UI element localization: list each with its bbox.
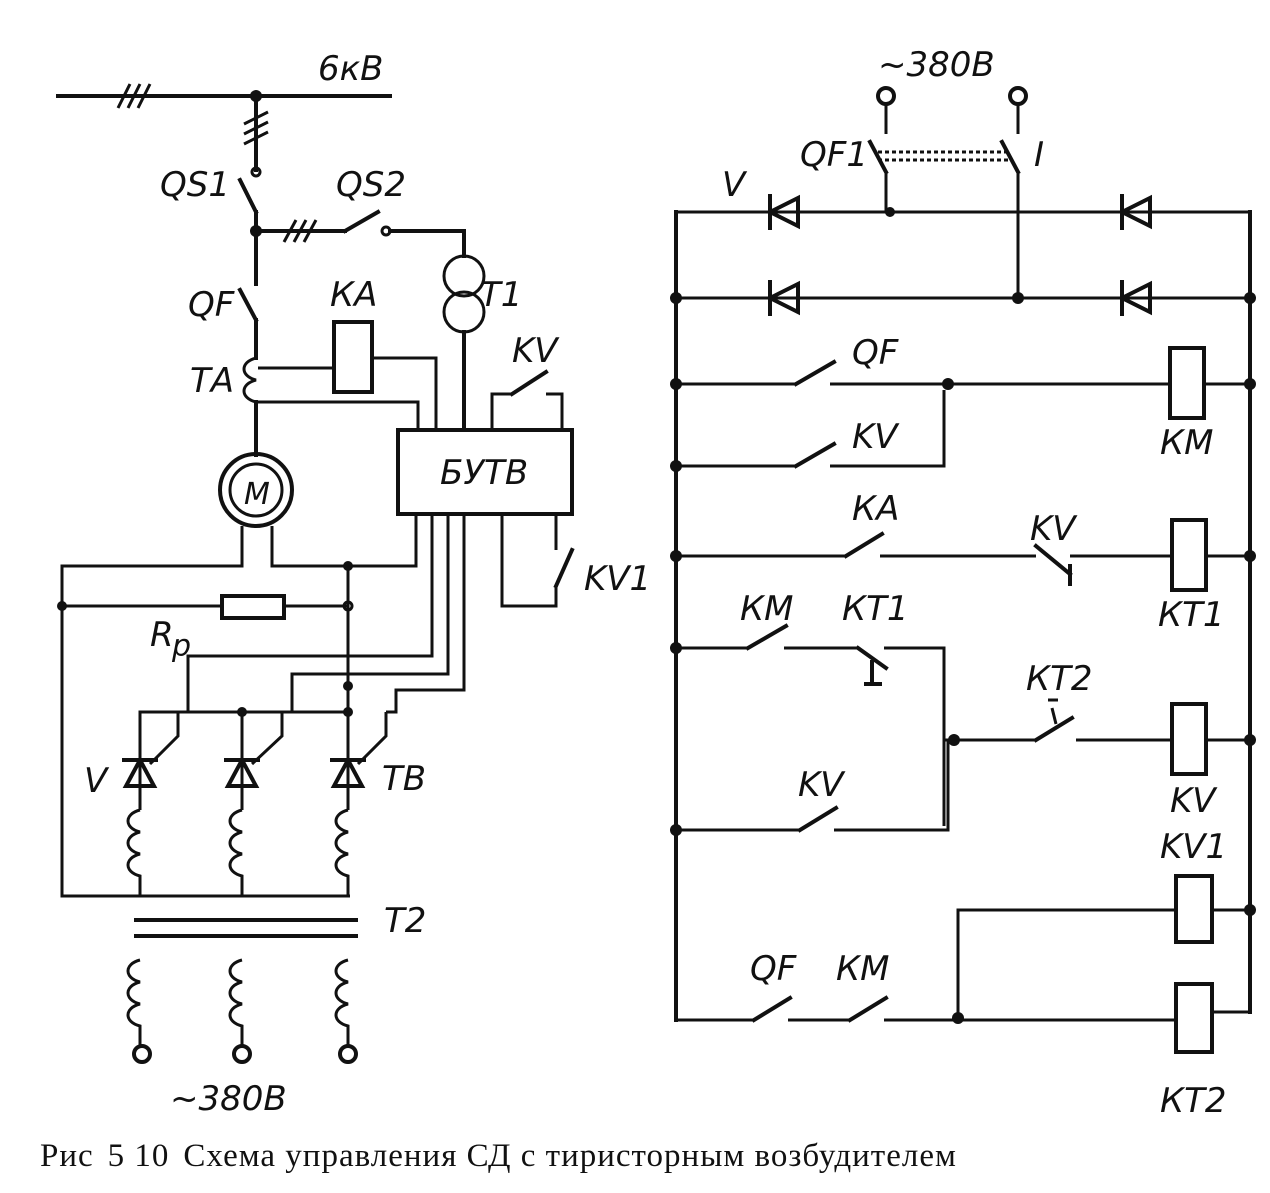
phase-mark-vertical bbox=[243, 110, 269, 146]
qs2-switch bbox=[342, 209, 381, 234]
kv1-coil bbox=[1174, 874, 1214, 944]
label-ka: КА bbox=[330, 275, 377, 315]
qs1-switch bbox=[237, 177, 259, 215]
qf-switch bbox=[237, 287, 259, 323]
label-kt1-coil: КТ1 bbox=[1158, 595, 1225, 635]
three-phase-mark bbox=[116, 83, 152, 109]
label-t1: T1 bbox=[480, 275, 522, 315]
qf-contact-row5 bbox=[751, 995, 793, 1023]
label-km-row5: КМ bbox=[836, 949, 889, 989]
rp-resistor bbox=[220, 594, 286, 620]
circuit-diagram: 6кВ QS1 QS2 T1 QF КА KV ТА БУТВ M KV1 R … bbox=[56, 45, 1256, 1121]
label-qs2: QS2 bbox=[336, 165, 406, 205]
label-qs1: QS1 bbox=[160, 165, 230, 205]
label-qf-row5: QF bbox=[750, 949, 797, 989]
kv-contact-top bbox=[509, 369, 549, 397]
label-kt1-contact: КТ1 bbox=[842, 589, 909, 629]
kt1-coil bbox=[1170, 518, 1208, 592]
ta-current-transformer bbox=[242, 356, 257, 404]
ka-contact-row2 bbox=[843, 531, 885, 559]
kt1-timed-contact bbox=[855, 645, 889, 686]
label-qf: QF bbox=[188, 285, 235, 325]
km-contact-row5 bbox=[847, 995, 889, 1023]
supply-terminal-1 bbox=[132, 1044, 152, 1064]
control-circuit: ~380В QF1 I V QF KV КМ КА KV КТ1 КМ КТ1 … bbox=[670, 45, 1256, 1121]
label-qf1: QF1 bbox=[800, 135, 868, 175]
bridge-diode-3 bbox=[765, 280, 800, 316]
thyristor-1 bbox=[122, 710, 188, 810]
label-kt2-coil: КТ2 bbox=[1160, 1081, 1227, 1121]
kt2-timed-contact bbox=[1033, 715, 1075, 743]
motor-inner bbox=[228, 462, 284, 518]
label-motor: M bbox=[244, 477, 270, 512]
kv1-contact-left bbox=[553, 547, 575, 589]
label-tv: ТВ bbox=[382, 759, 426, 799]
butv-block bbox=[396, 428, 574, 516]
label-butv: БУТВ bbox=[440, 453, 528, 493]
label-rp-sub: p bbox=[171, 629, 191, 664]
qf-contact-row1 bbox=[793, 359, 837, 387]
caption-prefix: Рис bbox=[40, 1138, 94, 1174]
caption-number: 5 10 bbox=[107, 1138, 170, 1174]
label-kv-top: KV bbox=[512, 331, 560, 371]
thyristor-2 bbox=[224, 710, 292, 810]
label-qf-row1: QF bbox=[852, 333, 899, 373]
caption-text: Схема управления СД с тиристорным возбуд… bbox=[183, 1138, 957, 1174]
label-v-right: V bbox=[722, 165, 748, 205]
label-ka-row2: КА bbox=[852, 489, 899, 529]
label-v-left: V bbox=[84, 761, 110, 801]
motor-outer bbox=[218, 452, 294, 528]
qf1-switch-pole-2 bbox=[999, 139, 1021, 175]
qf1-switch-pole-1 bbox=[867, 139, 889, 175]
ka-relay-coil bbox=[332, 320, 374, 394]
t1-transformer-primary bbox=[442, 254, 486, 298]
label-rp: R bbox=[150, 615, 174, 655]
power-circuit: 6кВ QS1 QS2 T1 QF КА KV ТА БУТВ M KV1 R … bbox=[56, 49, 651, 1119]
kv-nc-contact-row2 bbox=[1033, 543, 1073, 577]
label-kv-coil: KV bbox=[1170, 781, 1218, 821]
kv-coil bbox=[1170, 702, 1208, 776]
figure-caption: Рис 5 10 Схема управления СД с тиристорным… bbox=[40, 1138, 971, 1175]
bridge-diode-2 bbox=[1117, 194, 1152, 230]
kv-contact-row4 bbox=[797, 805, 839, 833]
label-supply-top: ~380В bbox=[878, 45, 995, 85]
km-coil bbox=[1168, 346, 1206, 420]
label-supply-bottom: ~380В bbox=[170, 1079, 287, 1119]
label-kt2-contact: КТ2 bbox=[1026, 659, 1093, 699]
bridge-diode-1 bbox=[765, 194, 800, 230]
label-switch-i: I bbox=[1034, 135, 1044, 175]
label-kv-row2: KV bbox=[1030, 509, 1078, 549]
kt2-coil bbox=[1174, 982, 1214, 1054]
t2-secondary-windings bbox=[126, 808, 350, 896]
label-km-row3: КМ bbox=[740, 589, 793, 629]
label-kv1-left: KV1 bbox=[584, 559, 651, 599]
label-km-coil: КМ bbox=[1160, 423, 1213, 463]
label-6kv: 6кВ bbox=[318, 49, 384, 89]
label-ta: ТА bbox=[190, 361, 234, 401]
bridge-diode-4 bbox=[1117, 280, 1152, 316]
label-kv-row4: KV bbox=[798, 765, 846, 805]
supply-terminal-2 bbox=[232, 1044, 252, 1064]
supply-terminal-3 bbox=[338, 1044, 358, 1064]
thyristor-3 bbox=[330, 712, 388, 810]
kv-contact-row1 bbox=[793, 441, 837, 469]
label-t2: T2 bbox=[384, 901, 426, 941]
control-supply-terminal-2 bbox=[1008, 86, 1028, 106]
label-kv1-coil: KV1 bbox=[1160, 827, 1227, 867]
t2-primary-windings bbox=[126, 958, 350, 1046]
km-contact-row3 bbox=[745, 623, 789, 651]
label-kv-row1: KV bbox=[852, 417, 900, 457]
control-supply-terminal-1 bbox=[876, 86, 896, 106]
t1-transformer-secondary bbox=[442, 290, 486, 334]
